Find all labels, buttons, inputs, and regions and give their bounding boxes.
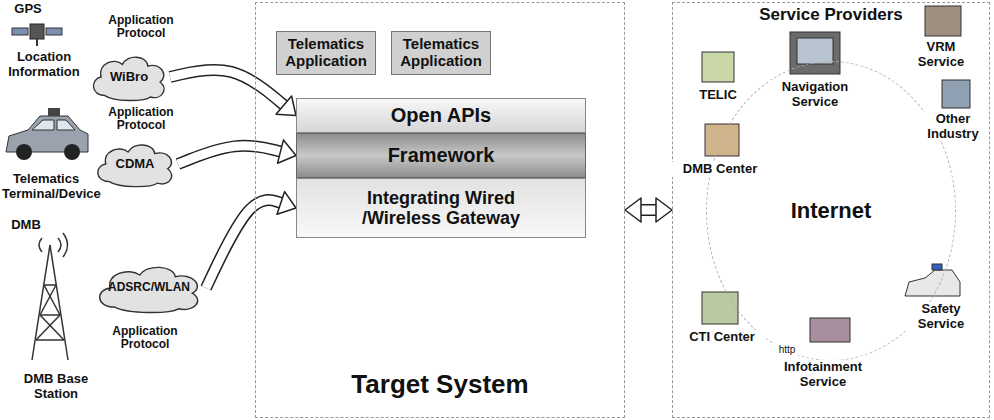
arrowhead: [278, 140, 296, 163]
application-box: Telematics Application: [391, 31, 491, 75]
part-label: DMB Base Station: [14, 372, 98, 401]
cloud-shape: [93, 57, 164, 100]
region-title: Service Providers: [759, 5, 903, 24]
cti-icon: [702, 292, 738, 324]
service-label: http: [770, 344, 804, 355]
service-label: Safety Service: [903, 302, 979, 331]
node-label: Framework: [388, 144, 495, 166]
arrow-outline: [170, 70, 285, 107]
part-label: Location Information: [2, 50, 86, 79]
hollow-arrow: [625, 198, 672, 222]
safety-car-icon: [905, 270, 960, 296]
system-region: Target System Telematics Application Telem…: [255, 2, 625, 418]
tower-brace: [40, 285, 56, 315]
node-label: Internet: [791, 199, 872, 224]
car-window: [32, 120, 54, 130]
application-box: Telematics Application: [276, 31, 376, 75]
solar-panel: [12, 28, 28, 35]
arrow-outline: [178, 146, 282, 164]
part-label: Telematics Terminal/Device: [0, 172, 92, 201]
node-label: Telematics Application: [277, 36, 375, 70]
service-label: VRM Service: [903, 40, 979, 69]
service-label: Other Industry: [918, 112, 988, 141]
part-label: Application Protocol: [100, 325, 190, 352]
car-window: [57, 120, 75, 130]
tower-brace: [44, 285, 60, 315]
solar-panel: [46, 28, 62, 35]
network-cloud: CDMA: [92, 140, 178, 188]
cloud-shape: [100, 267, 198, 312]
signal-wave: [58, 238, 61, 252]
network-cloud: ADSRC/WLAN: [92, 262, 206, 314]
arrow-outline: [206, 200, 283, 288]
arrowhead: [656, 198, 672, 222]
cloud-shape: [98, 145, 172, 187]
arrowhead: [276, 96, 296, 116]
vrm-icon: [925, 6, 961, 36]
signal-wave: [63, 233, 68, 257]
service-label: CTI Center: [678, 330, 766, 345]
dmb-center-icon: [705, 124, 739, 156]
tower-bar: [44, 284, 56, 286]
node-label: ADSRC/WLAN: [108, 281, 190, 294]
arrow-fill: [178, 146, 282, 164]
service-label: DMB Center: [672, 162, 768, 177]
part-label: Application Protocol: [96, 106, 186, 133]
node-label: Open APIs: [391, 104, 491, 126]
arrow-fill: [170, 70, 285, 107]
arrow-fill: [206, 200, 283, 288]
region-title: Target System: [351, 370, 528, 399]
network-cloud: WiBro: [88, 52, 170, 102]
wheel: [64, 144, 80, 160]
telic-icon: [702, 52, 734, 82]
service-label: Infotainment Service: [768, 360, 878, 389]
layer-box: Open APIs: [296, 98, 586, 133]
hollow-arrow: [206, 192, 296, 288]
industry-icon: [942, 80, 970, 108]
satellite-body: [30, 24, 44, 39]
service-label: TELIC: [692, 88, 744, 103]
node-label: CDMA: [116, 157, 155, 172]
part-label: Application Protocol: [96, 14, 186, 41]
arrowhead: [625, 198, 641, 222]
hollow-arrow: [178, 140, 296, 164]
part-label: DMB: [6, 218, 46, 233]
arrow-outline: [639, 204, 658, 216]
navigation-icon: [790, 32, 840, 74]
layer-box: Framework: [296, 133, 586, 178]
node-label: Integrating Wired /Wireless Gateway: [351, 188, 531, 228]
tower-bar: [36, 339, 64, 341]
tower-brace: [36, 315, 60, 340]
node-label: Telematics Application: [392, 36, 490, 70]
layer-box: Integrating Wired /Wireless Gateway: [296, 178, 586, 238]
gps-satellite: [12, 24, 62, 46]
hollow-arrow: [170, 70, 296, 116]
infotainment-icon: [810, 318, 850, 342]
signal-wave: [39, 238, 42, 252]
arrowhead: [277, 192, 296, 215]
car-illustration: [6, 108, 88, 160]
tower-brace: [40, 315, 64, 340]
dmb-tower: [32, 233, 68, 360]
arrow-fill: [639, 206, 658, 215]
node-label: WiBro: [110, 70, 148, 85]
tower-bar: [40, 314, 60, 316]
service-label: Navigation Service: [770, 80, 860, 109]
antenna: [36, 39, 38, 46]
wheel: [16, 144, 32, 160]
terminal-device: [48, 108, 60, 116]
siren: [932, 264, 942, 270]
part-label: GPS: [8, 2, 48, 17]
